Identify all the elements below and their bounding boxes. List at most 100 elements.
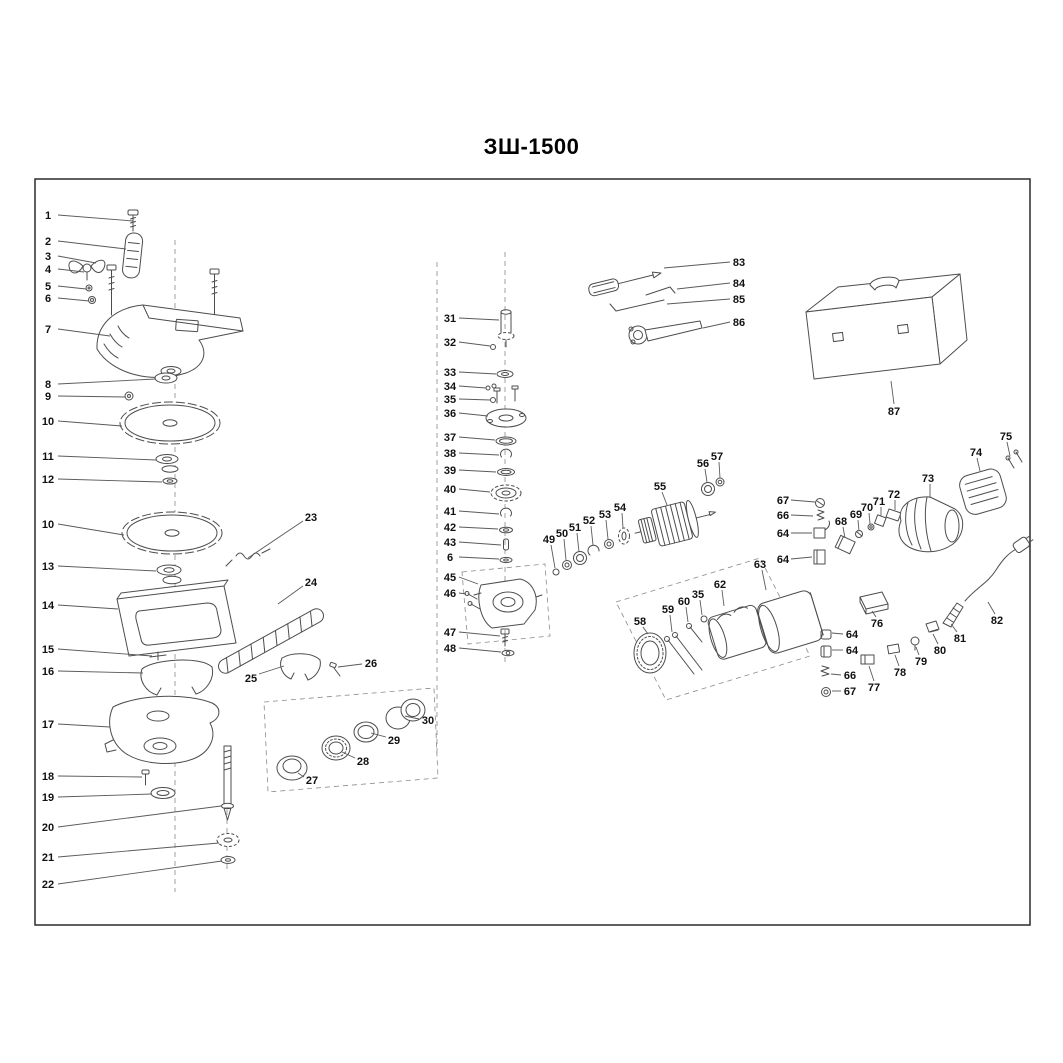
leader-line <box>576 532 580 553</box>
part-number-10: 10 <box>42 416 54 428</box>
part-number-52: 52 <box>583 515 595 527</box>
pin-43 <box>503 538 509 551</box>
lever-72 <box>885 508 902 522</box>
washer-53 <box>604 539 614 549</box>
part-number-36: 36 <box>444 408 456 420</box>
hex-key-84 <box>645 286 676 296</box>
brush-64c <box>820 629 832 640</box>
brush-holder-68 <box>834 534 856 555</box>
leader-line <box>458 647 502 653</box>
brush-group-upper <box>813 498 902 565</box>
leader-line <box>458 526 499 530</box>
part-number-22: 22 <box>42 879 54 891</box>
screw-18 <box>141 769 150 786</box>
rear-cover-74 <box>959 468 1007 515</box>
leader-line <box>458 469 497 473</box>
cord-guard-81 <box>942 602 964 628</box>
part-number-41: 41 <box>444 506 456 518</box>
brush-cap-67a <box>815 498 825 508</box>
part-number-86: 86 <box>733 317 745 329</box>
leader-line <box>704 468 708 483</box>
rear-handle-group <box>820 535 1034 697</box>
part-number-83: 83 <box>733 257 745 269</box>
gear-40 <box>490 484 522 502</box>
leader-line <box>458 488 491 493</box>
part-number-64: 64 <box>846 645 859 657</box>
leader-line <box>458 371 497 375</box>
guard-blade-assembly <box>68 209 244 864</box>
bevel-gear-21 <box>216 833 240 847</box>
part-number-59: 59 <box>662 604 674 616</box>
washer-70 <box>867 523 875 531</box>
clamp-spring-25 <box>280 653 321 681</box>
diamond-blade-10-upper <box>119 401 221 445</box>
washers-11 <box>155 454 179 473</box>
part-number-12: 12 <box>42 474 54 486</box>
leader-line <box>57 255 97 264</box>
part-number-67: 67 <box>844 686 856 698</box>
leader-line <box>950 623 958 633</box>
part-number-2: 2 <box>45 236 51 248</box>
part-number-62: 62 <box>714 579 726 591</box>
part-number-85: 85 <box>733 294 745 306</box>
part-number-20: 20 <box>42 822 54 834</box>
leader-line <box>685 606 689 623</box>
leader-line <box>57 378 157 385</box>
leader-line <box>297 772 305 778</box>
part-number-64: 64 <box>777 528 790 540</box>
leader-line <box>57 328 111 337</box>
part-number-30: 30 <box>422 715 434 727</box>
screw-26 <box>329 661 341 677</box>
switch-77 <box>860 654 875 665</box>
pin-wrench-86 <box>628 320 703 345</box>
washer-42 <box>499 526 513 534</box>
part-number-71: 71 <box>873 496 885 508</box>
leader-line <box>337 663 363 668</box>
leader-line <box>57 285 87 290</box>
gearcase-column <box>464 309 543 657</box>
ring-19 <box>150 787 176 799</box>
part-number-45: 45 <box>444 572 456 584</box>
leader-line <box>458 385 487 389</box>
part-number-49: 49 <box>543 534 555 546</box>
part-number-38: 38 <box>444 448 456 460</box>
part-number-81: 81 <box>954 633 966 645</box>
screw-1 <box>127 209 139 232</box>
spindle-bracket-45 <box>473 578 543 629</box>
leader-line <box>458 452 500 456</box>
washer-6 <box>88 296 96 304</box>
part-number-24: 24 <box>305 577 318 589</box>
leader-line <box>868 665 875 682</box>
leader-line <box>277 585 304 605</box>
part-number-32: 32 <box>444 337 456 349</box>
leader-line <box>699 599 703 616</box>
brush-64d <box>820 645 832 658</box>
part-number-47: 47 <box>444 627 456 639</box>
diagram-title: ЗШ-1500 <box>483 134 580 159</box>
part-number-66: 66 <box>844 670 856 682</box>
flange-13 <box>156 564 182 585</box>
part-number-5: 5 <box>45 281 51 293</box>
flange-8 <box>154 372 178 384</box>
carbon-brush-64b <box>813 549 826 565</box>
leader-line <box>642 626 649 635</box>
leader-line <box>458 541 502 546</box>
leader-line <box>761 569 767 591</box>
power-cord-82 <box>964 535 1034 602</box>
leader-line <box>857 519 860 532</box>
pinion-shaft-31 <box>497 309 515 348</box>
leader-line <box>550 544 556 569</box>
ring-37 <box>495 436 517 446</box>
part-number-29: 29 <box>388 735 400 747</box>
leader-line <box>458 556 500 560</box>
leader-line <box>458 576 479 585</box>
part-number-76: 76 <box>871 618 883 630</box>
bearing-33 <box>496 370 514 378</box>
screw-69 <box>855 530 863 538</box>
leader-line <box>57 648 153 657</box>
leader-line <box>458 436 496 441</box>
leader-line <box>57 670 144 674</box>
part-number-19: 19 <box>42 792 54 804</box>
